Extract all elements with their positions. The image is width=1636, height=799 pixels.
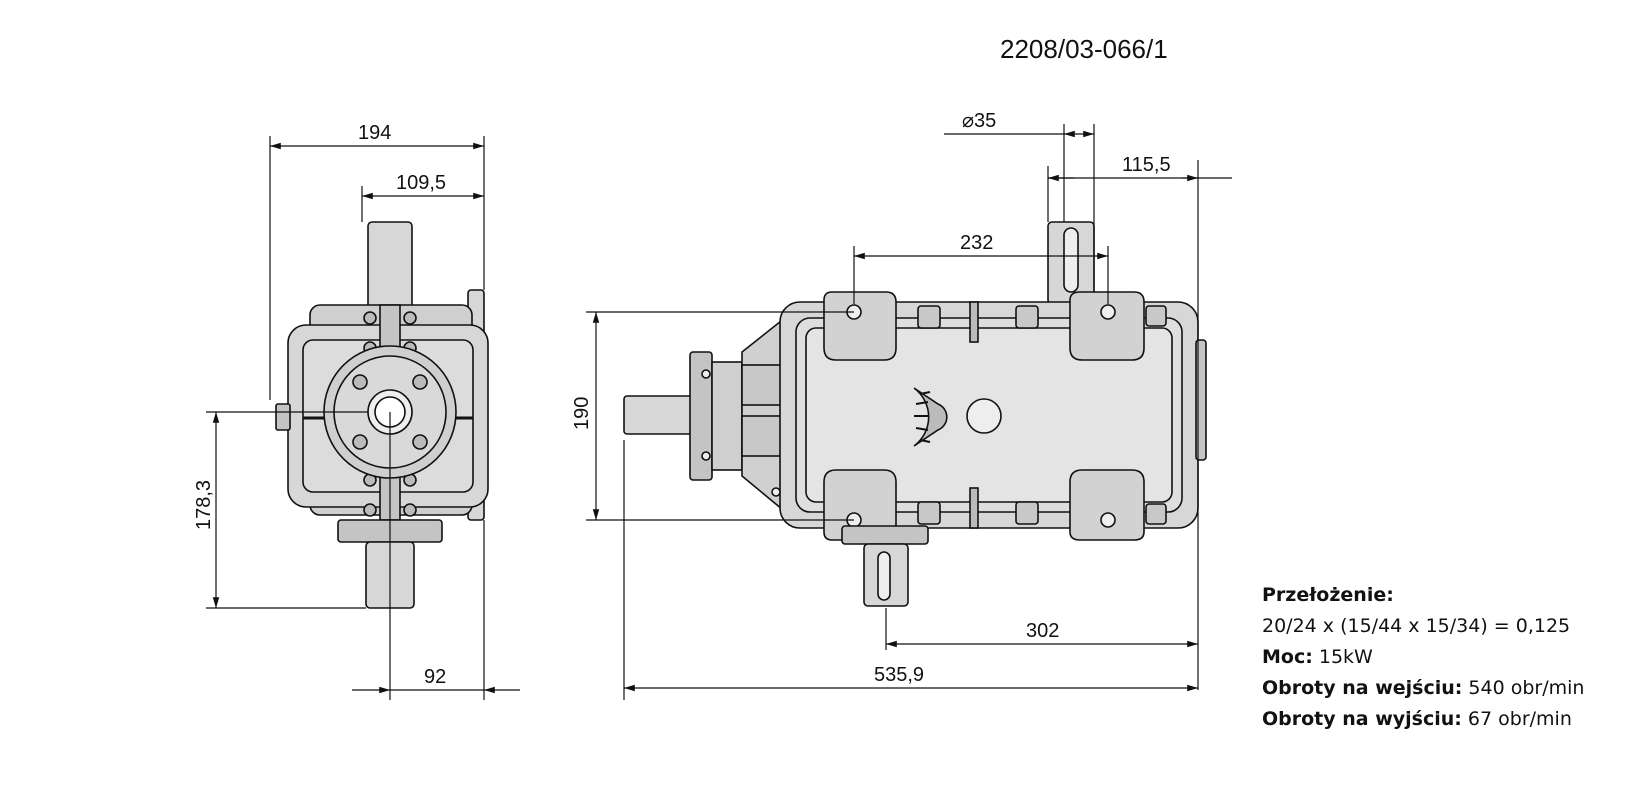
spec-ratio-value: 20/24 x (15/44 x 15/34) = 0,125 bbox=[1262, 615, 1571, 637]
dim-side-offset: 109,5 bbox=[396, 172, 446, 194]
spec-input-row: Obroty na wejściu: 540 obr/min bbox=[1262, 673, 1632, 704]
spec-input-label: Obroty na wejściu: bbox=[1262, 677, 1463, 699]
front-dimensions bbox=[586, 124, 1232, 700]
front-input-shaft bbox=[623, 395, 693, 435]
spec-power-row: Moc: 15kW bbox=[1262, 642, 1632, 673]
spec-power-label: Moc: bbox=[1262, 646, 1313, 668]
spec-output-label: Obroty na wyjściu: bbox=[1262, 708, 1462, 730]
side-top-shaft bbox=[367, 221, 413, 311]
spec-ratio-value-row: 20/24 x (15/44 x 15/34) = 0,125 bbox=[1262, 611, 1632, 642]
drawing-code: 2208/03-066/1 bbox=[1000, 34, 1168, 64]
spec-power-value: 15kW bbox=[1312, 646, 1373, 668]
front-brand-seal bbox=[913, 387, 948, 447]
diameter-value: 35 bbox=[974, 110, 996, 132]
dim-right-offset: 115,5 bbox=[1122, 154, 1171, 176]
front-pad-top-right bbox=[1069, 291, 1145, 361]
spec-output-value: 67 obr/min bbox=[1461, 708, 1572, 730]
diameter-symbol: ⌀ bbox=[962, 110, 974, 132]
front-output-flange bbox=[841, 525, 929, 545]
spec-ratio-label-row: Przełożenie: bbox=[1262, 580, 1632, 611]
dim-side-height: 178,3 bbox=[193, 480, 215, 530]
dim-side-bottom: 92 bbox=[424, 666, 446, 688]
side-view bbox=[275, 221, 489, 609]
specs-panel: Przełożenie: 20/24 x (15/44 x 15/34) = 0… bbox=[1262, 580, 1632, 735]
dim-body-height: 190 bbox=[571, 397, 593, 430]
dim-output-position: 302 bbox=[1026, 620, 1059, 642]
front-pad-bottom-right bbox=[1069, 469, 1145, 541]
dim-side-width: 194 bbox=[358, 122, 391, 144]
front-view bbox=[623, 221, 1207, 607]
front-pad-top-left bbox=[823, 291, 897, 361]
side-left-bolt bbox=[275, 403, 291, 431]
dim-total-length: 535,9 bbox=[874, 664, 924, 686]
spec-output-row: Obroty na wyjściu: 67 obr/min bbox=[1262, 704, 1632, 735]
spec-ratio-label: Przełożenie: bbox=[1262, 584, 1394, 606]
spec-input-value: 540 obr/min bbox=[1462, 677, 1585, 699]
dim-shaft-diameter: ⌀35 bbox=[962, 110, 996, 132]
side-dimensions bbox=[206, 136, 520, 700]
dim-hole-spacing: 232 bbox=[960, 232, 993, 254]
front-oil-plug bbox=[966, 398, 1002, 434]
